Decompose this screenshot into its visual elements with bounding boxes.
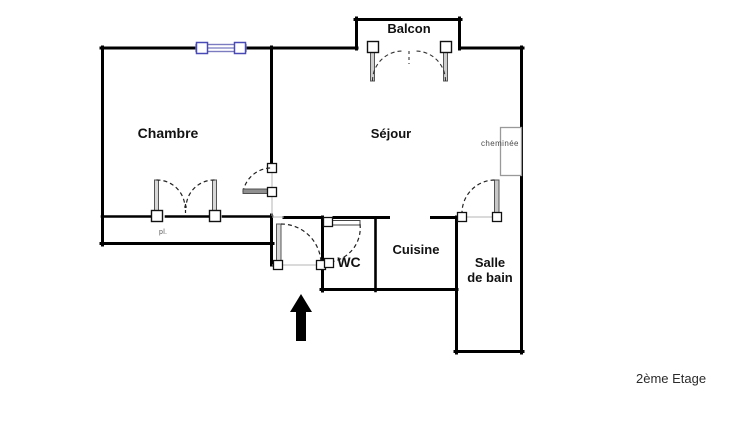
entry-door-swing-icon (272, 223, 327, 271)
balcony-door-swing-icon (366, 40, 453, 82)
closet-door-swing-icon (150, 179, 222, 223)
entry-arrow-icon (290, 294, 312, 341)
room-label-wc: WC (337, 254, 361, 270)
room-label-chambre: Chambre (137, 125, 199, 141)
room-label-salle-de-bain: Salle de bain (467, 255, 513, 285)
annotation-cheminee: cheminée (481, 139, 519, 148)
structural-walls (99, 16, 525, 355)
floor-caption: 2ème Etage (636, 371, 707, 386)
fireplace-icon (499, 126, 523, 177)
wc-door-swing-icon (322, 216, 361, 269)
bathroom-door-swing-icon (456, 179, 503, 223)
room-label-balcon: Balcon (387, 21, 431, 36)
chambre-door-swing-icon (242, 162, 278, 198)
annotation-placard: pl. (159, 229, 168, 236)
window-icon (195, 41, 247, 55)
room-label-cuisine: Cuisine (392, 242, 440, 257)
room-label-sejour: Séjour (370, 126, 412, 141)
